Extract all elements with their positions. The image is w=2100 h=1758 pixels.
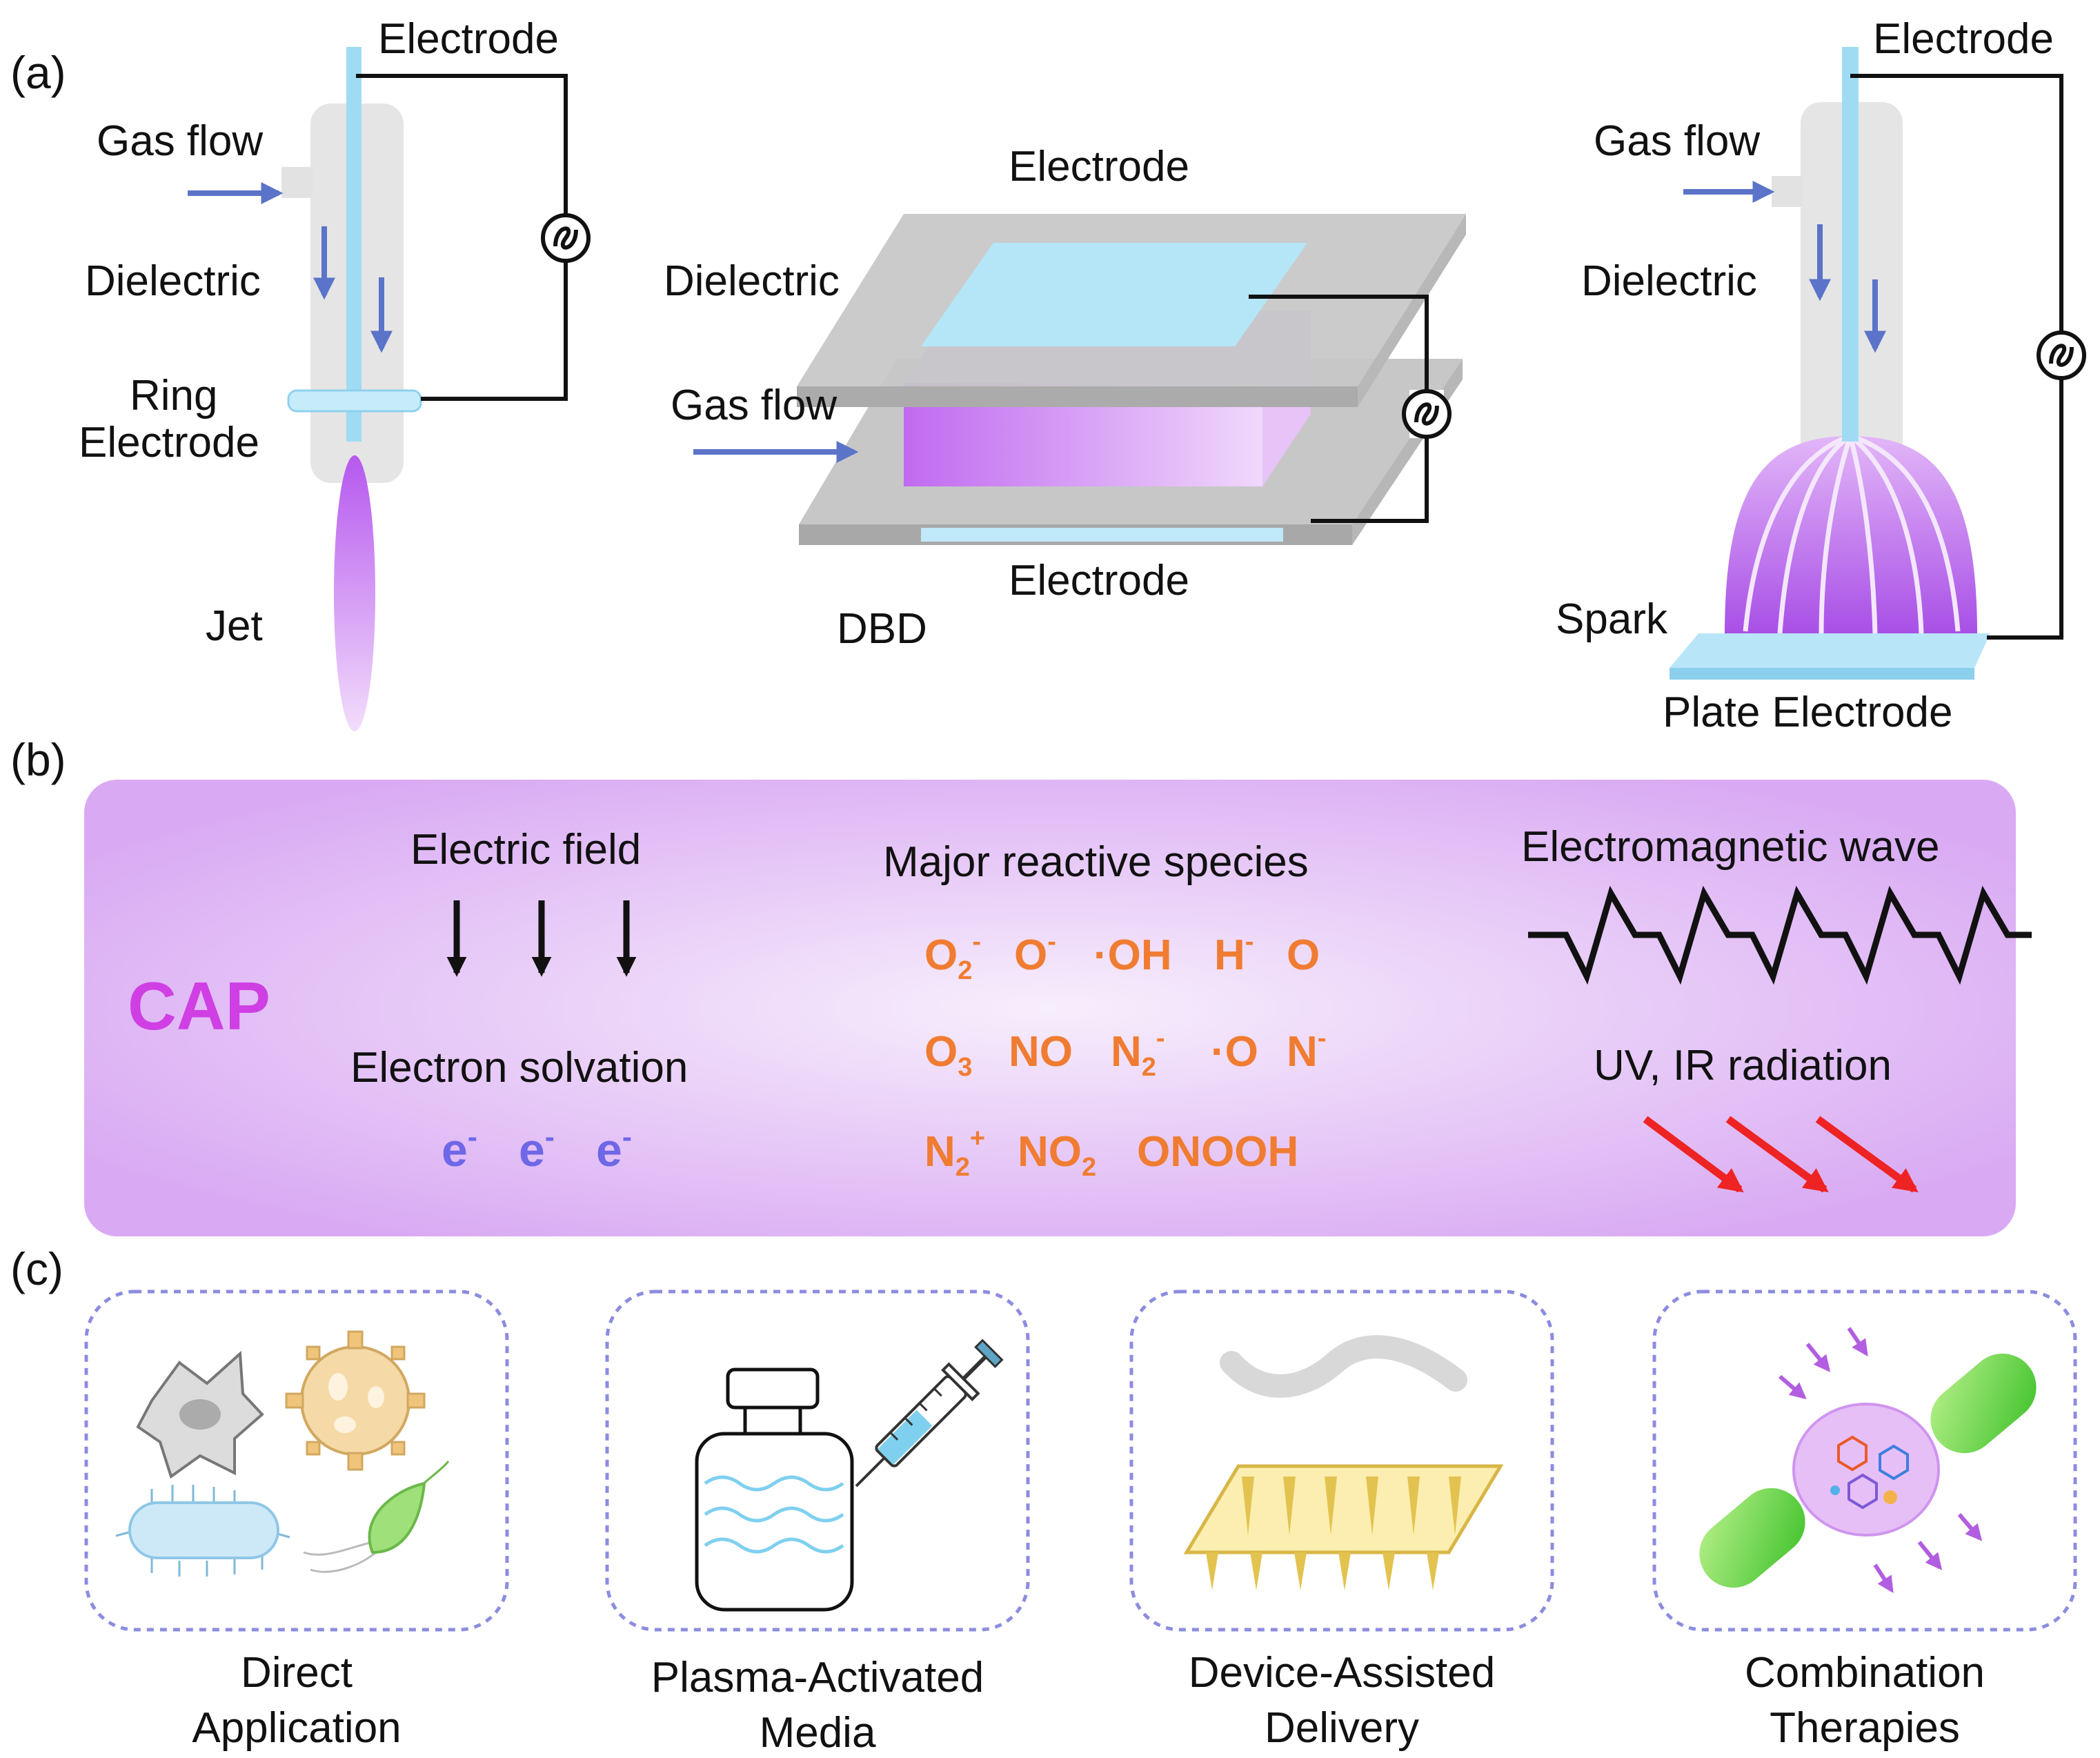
- radiation-label: UV, IR radiation: [1594, 1042, 1892, 1089]
- spark-dielectric-label: Dielectric: [1581, 257, 1757, 305]
- dbd-dielectric-label: Dielectric: [664, 257, 840, 305]
- spark-device: Electrode Gas flow Dielectric Spark Plat…: [1556, 15, 2086, 736]
- combination-therapies-line2: Therapies: [1770, 1704, 1960, 1752]
- species-item: H-: [1214, 927, 1254, 979]
- species-item: O-: [1014, 927, 1056, 979]
- em-wave-label: Electromagnetic wave: [1521, 823, 1940, 871]
- electric-field-arrows: [446, 900, 637, 977]
- capsule-top-icon: [1930, 1353, 2037, 1454]
- spark-name: Spark: [1556, 595, 1668, 643]
- capsule-bottom-icon: [1699, 1488, 1805, 1588]
- jet-dielectric-label: Dielectric: [85, 257, 261, 305]
- direct-application-line2: Application: [192, 1704, 401, 1752]
- panel-b-label: (b): [10, 734, 66, 785]
- energy-arrows: [1779, 1327, 1983, 1594]
- jet-ring-label-2: Electrode: [79, 419, 259, 466]
- drug-particle-icon: [1792, 1403, 1940, 1537]
- medium-bottle-icon: [695, 1367, 854, 1612]
- direct-application-line1: Direct: [241, 1649, 353, 1697]
- radiation-arrows: [1643, 1116, 1919, 1193]
- jet-ac-source-icon: [541, 213, 591, 263]
- device-assisted-delivery-line1: Device-Assisted: [1189, 1649, 1495, 1697]
- panel-a-label: (a): [10, 47, 66, 98]
- cap-box: [84, 780, 2016, 1236]
- syringe-icon: [855, 1339, 1004, 1488]
- spark-electrode-rod: [1842, 47, 1859, 442]
- jet-name: Jet: [206, 602, 263, 650]
- spark-ac-source-icon: [2037, 330, 2086, 380]
- dbd-gas-flow-label: Gas flow: [671, 382, 837, 429]
- plasma-jet-plume: [334, 455, 375, 731]
- ring-electrode: [287, 389, 422, 413]
- virus-icon: [285, 1330, 426, 1471]
- plasma-activated-media-card: Plasma-Activated Media: [605, 1290, 1030, 1757]
- jet-electrode-rod: [346, 47, 361, 442]
- species-item: NO: [1009, 1028, 1073, 1076]
- reactive-species: O2- O- ·OH H- O O3 NO N2- ·O N- N2+ NO2 ONOOH: [924, 927, 1326, 1182]
- protozoa-icon: [303, 1461, 450, 1573]
- electron-solvation-label: Electron solvation: [350, 1044, 688, 1092]
- plasma-jet-device: Electrode Gas flow Dielectric Ring Elect…: [79, 15, 591, 731]
- plate-electrode-label: Plate Electrode: [1663, 689, 1952, 736]
- electron: e: [596, 1124, 622, 1176]
- species-item: O3: [924, 1028, 972, 1082]
- jet-electrode-label: Electrode: [378, 15, 559, 63]
- species-item: N-: [1287, 1024, 1326, 1076]
- combination-therapies-card: Combination Therapies: [1652, 1290, 2077, 1752]
- device-assisted-delivery-card: Device-Assisted Delivery: [1129, 1290, 1554, 1752]
- jet-gas-flow-label: Gas flow: [97, 117, 263, 165]
- dbd-device: Electrode Dielectric Gas flow Electrode …: [664, 143, 1466, 653]
- plasma-activated-media-line2: Media: [760, 1709, 876, 1757]
- electron-charge: -: [622, 1120, 632, 1153]
- species-item: ONOOH: [1137, 1128, 1298, 1176]
- combination-therapies-line1: Combination: [1745, 1649, 1985, 1697]
- dbd-electrode-top-label: Electrode: [1009, 143, 1189, 190]
- dbd-top-electrode: [921, 243, 1307, 346]
- species-item: ·OH: [1093, 931, 1172, 979]
- species-title: Major reactive species: [883, 838, 1309, 886]
- species-item: N2+: [924, 1124, 985, 1182]
- dbd-plasma: [904, 383, 1262, 486]
- microneedle-patch-icon: [1183, 1464, 1504, 1590]
- em-wave-icon: [1528, 885, 2032, 985]
- dbd-electrode-bottom-label: Electrode: [1009, 557, 1189, 604]
- panel-c-label: (c): [10, 1243, 63, 1294]
- device-assisted-delivery-line2: Delivery: [1265, 1704, 1419, 1752]
- direct-application-card: Direct Application: [84, 1290, 509, 1752]
- svg-text:e-: e-: [519, 1120, 555, 1176]
- electron-charge: -: [545, 1120, 555, 1153]
- species-item: N2-: [1111, 1024, 1165, 1082]
- bacterium-icon: [115, 1485, 290, 1577]
- species-item: O: [1287, 931, 1320, 979]
- species-item: O2-: [924, 927, 981, 985]
- catheter-icon: [1220, 1335, 1467, 1398]
- dbd-ac-source-icon: [1402, 389, 1452, 439]
- cap-label: CAP: [128, 968, 270, 1044]
- electron: e: [519, 1124, 545, 1176]
- electric-field-label: Electric field: [410, 826, 641, 873]
- species-item: ·O: [1211, 1028, 1258, 1076]
- jet-ring-label: Ring: [130, 372, 218, 419]
- electron: e: [442, 1124, 468, 1176]
- spark-electrode-label: Electrode: [1873, 15, 2054, 63]
- plasma-activated-media-line1: Plasma-Activated: [651, 1654, 984, 1701]
- species-item: NO2: [1018, 1128, 1096, 1182]
- svg-text:e-: e-: [596, 1120, 632, 1176]
- electrons: e- e- e-: [442, 1120, 632, 1176]
- svg-text:e-: e-: [442, 1120, 477, 1176]
- spark-gas-flow-label: Gas flow: [1594, 117, 1760, 165]
- electron-charge: -: [468, 1120, 477, 1153]
- dbd-name: DBD: [837, 605, 927, 653]
- plate-electrode: [1670, 633, 1990, 668]
